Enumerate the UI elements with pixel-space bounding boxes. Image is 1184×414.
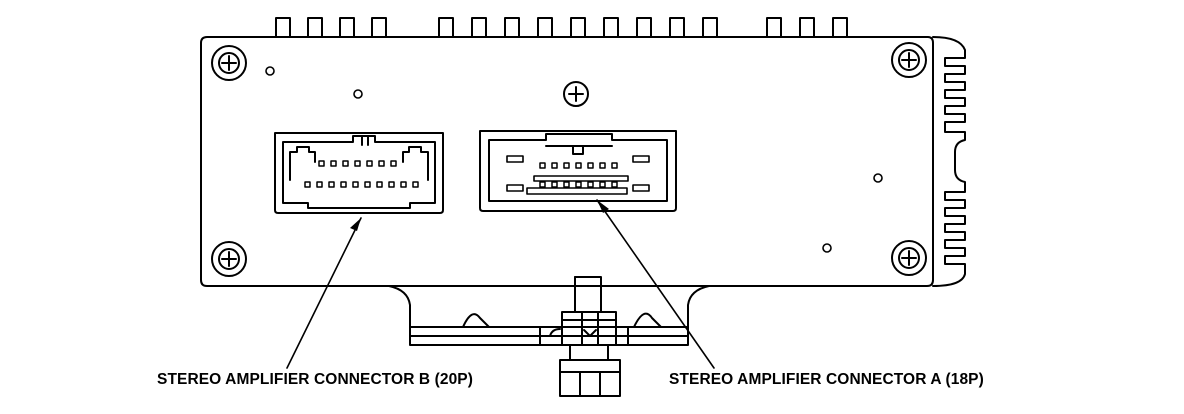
mounting-screw-top-right-icon <box>891 42 927 78</box>
bottom-mounting-stud <box>549 276 621 397</box>
right-heatsink-plate <box>932 36 966 287</box>
center-screw-icon <box>563 81 589 107</box>
top-heatsink-fins <box>275 17 848 38</box>
callout-leaders <box>286 199 715 369</box>
connector-a-18p <box>479 130 677 212</box>
mounting-screw-bottom-right-icon <box>891 240 927 276</box>
leader-b-arrowhead <box>350 218 361 231</box>
connector-b-callout-label: STEREO AMPLIFIER CONNECTOR B (20P) <box>157 371 474 388</box>
bottom-bracket <box>388 285 710 346</box>
leader-a-arrowhead <box>597 200 609 213</box>
connector-a-callout-label: STEREO AMPLIFIER CONNECTOR A (18P) <box>669 371 984 388</box>
connector-b-20p <box>274 132 444 214</box>
mounting-screw-bottom-left-icon <box>211 241 247 277</box>
amplifier-housing <box>200 36 934 287</box>
mounting-screw-top-left-icon <box>211 45 247 81</box>
housing-holes <box>265 66 883 253</box>
